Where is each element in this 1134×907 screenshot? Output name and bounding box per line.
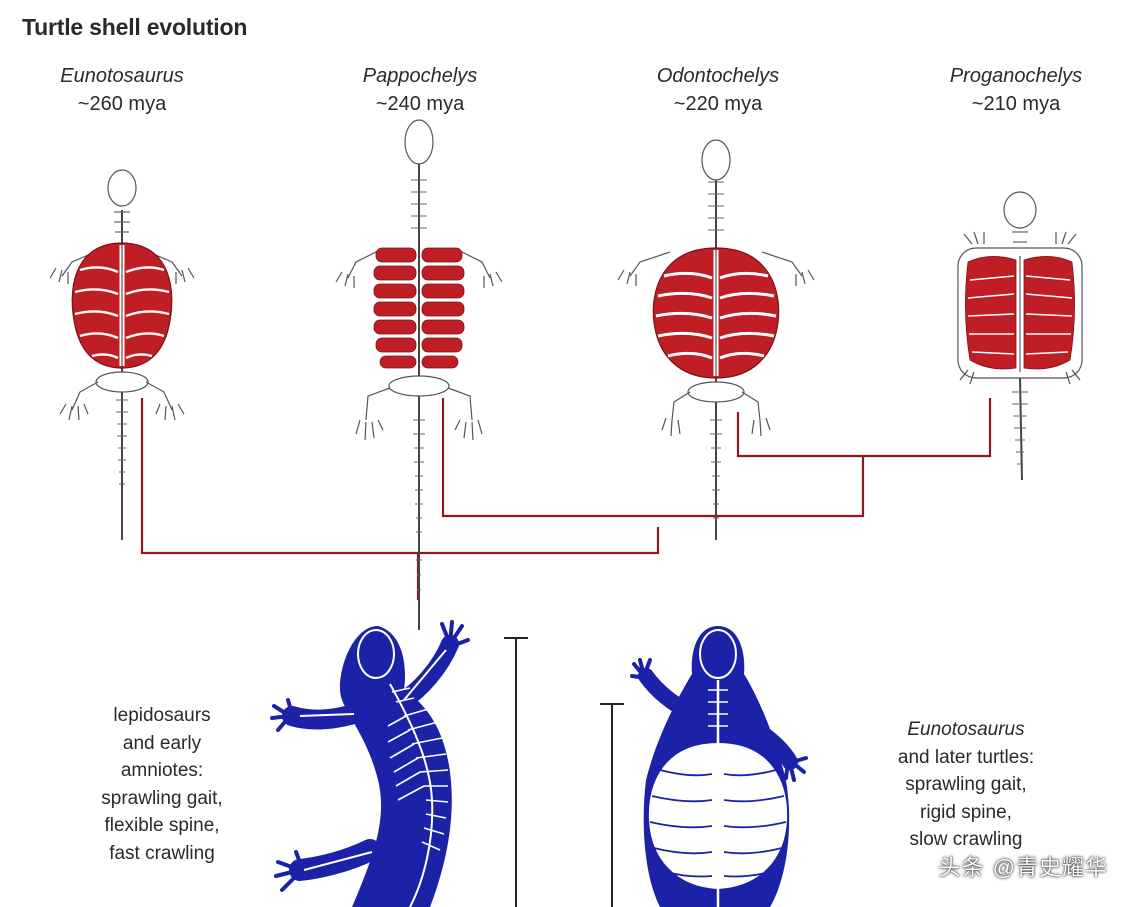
taxon-genus: Odontochelys xyxy=(656,65,780,87)
note-turtles: Eunotosaurus and later turtles: sprawlin… xyxy=(868,716,1064,854)
taxon-genus: Eunotosaurus xyxy=(60,65,184,87)
skull xyxy=(107,169,137,207)
taxon-age: ~240 mya xyxy=(375,93,465,115)
taxon-genus: Pappochelys xyxy=(362,65,478,87)
taxon-age: ~260 mya xyxy=(77,93,167,115)
watermark-prefix: 头条 xyxy=(938,855,985,880)
note-line: sprawling gait, xyxy=(905,774,1027,795)
turtle-skeleton xyxy=(600,626,808,907)
tree-branch-odontochelys xyxy=(736,398,992,458)
skull xyxy=(701,139,731,181)
note-line: flexible spine, xyxy=(104,815,220,836)
skeleton-pappochelys xyxy=(335,119,503,630)
tree-branch-pappochelys xyxy=(441,398,865,518)
shell xyxy=(965,256,1075,370)
taxon-label-eunotosaurus: Eunotosaurus ~260 mya xyxy=(2,62,242,118)
phylogeny-tree xyxy=(140,398,992,600)
note-line: and later turtles: xyxy=(897,746,1035,768)
note-line: rigid spine, xyxy=(920,801,1012,823)
note-line: lepidosaurs xyxy=(113,705,211,726)
watermark-handle: @青史耀华 xyxy=(992,855,1108,880)
taxon-age: ~210 mya xyxy=(971,93,1061,115)
note-taxon: Eunotosaurus xyxy=(907,719,1025,740)
lizard-skeleton xyxy=(270,620,528,907)
taxon-genus: Proganochelys xyxy=(949,65,1083,87)
shell xyxy=(373,247,465,369)
skeleton-eunotosaurus xyxy=(49,169,195,540)
skeleton-proganochelys xyxy=(957,191,1083,481)
note-line: and early xyxy=(122,732,202,754)
skull xyxy=(1003,191,1037,229)
lizard-body xyxy=(339,626,452,907)
note-line: amniotes: xyxy=(120,760,204,781)
watermark: 头条 @青史耀华 xyxy=(939,850,1108,882)
taxon-label-proganochelys: Proganochelys ~210 mya xyxy=(896,62,1134,118)
note-lepidosaurs: lepidosaurs and early amniotes: sprawlin… xyxy=(72,702,252,867)
note-line: fast crawling xyxy=(109,842,215,864)
taxon-age: ~220 mya xyxy=(673,93,763,115)
diagram-title: Turtle shell evolution xyxy=(22,14,248,40)
skull xyxy=(404,119,434,165)
taxon-label-pappochelys: Pappochelys ~240 mya xyxy=(300,62,540,118)
skeleton-odontochelys xyxy=(617,139,815,540)
tree-branch-eunotosaurus xyxy=(140,398,660,555)
note-line: sprawling gait, xyxy=(101,787,223,809)
taxon-label-odontochelys: Odontochelys ~220 mya xyxy=(598,62,838,118)
note-line: slow crawling xyxy=(909,829,1023,850)
